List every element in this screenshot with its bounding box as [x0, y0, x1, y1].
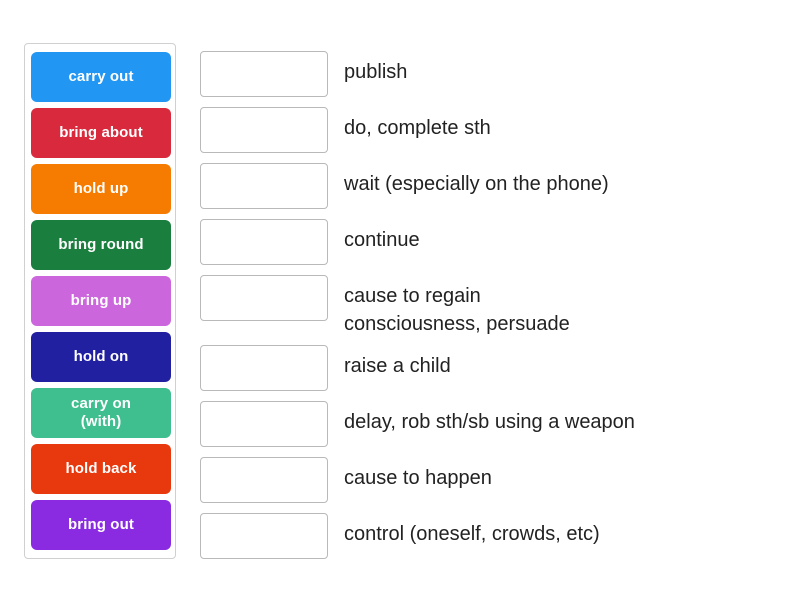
- word-tile[interactable]: carry on (with): [31, 388, 171, 438]
- drop-target[interactable]: [200, 107, 328, 153]
- definition-text: cause to happen: [344, 467, 492, 489]
- answer-row: cause to happen: [200, 457, 780, 513]
- definition-text: delay, rob sth/sb using a weapon: [344, 411, 635, 433]
- definition-text: continue: [344, 229, 420, 251]
- word-tile[interactable]: hold up: [31, 164, 171, 214]
- word-tile[interactable]: bring up: [31, 276, 171, 326]
- word-tile[interactable]: bring round: [31, 220, 171, 270]
- drop-target[interactable]: [200, 163, 328, 209]
- answer-row: publish: [200, 51, 780, 107]
- answer-row: delay, rob sth/sb using a weapon: [200, 401, 780, 457]
- drop-target[interactable]: [200, 457, 328, 503]
- definition-text: raise a child: [344, 355, 451, 377]
- word-tile[interactable]: bring about: [31, 108, 171, 158]
- definition-text: wait (especially on the phone): [344, 173, 609, 195]
- definition-text: do, complete sth: [344, 117, 491, 139]
- answer-row: cause to regain consciousness, persuade: [200, 275, 780, 335]
- word-tile[interactable]: hold on: [31, 332, 171, 382]
- answer-row: raise a child: [200, 345, 780, 401]
- drop-target[interactable]: [200, 345, 328, 391]
- tile-panel: carry out bring about hold up bring round br…: [24, 43, 176, 559]
- word-tile[interactable]: bring out: [31, 500, 171, 550]
- answer-row: continue: [200, 219, 780, 275]
- drop-target[interactable]: [200, 275, 328, 321]
- answer-row: control (oneself, crowds, etc): [200, 513, 780, 569]
- definition-text: cause to regain consciousness, persuade: [344, 285, 570, 335]
- drop-target[interactable]: [200, 51, 328, 97]
- drop-target[interactable]: [200, 513, 328, 559]
- definition-text: control (oneself, crowds, etc): [344, 523, 600, 545]
- word-tile[interactable]: hold back: [31, 444, 171, 494]
- drop-target[interactable]: [200, 219, 328, 265]
- word-tile[interactable]: carry out: [31, 52, 171, 102]
- drop-target[interactable]: [200, 401, 328, 447]
- answer-row: wait (especially on the phone): [200, 163, 780, 219]
- definition-text: publish: [344, 61, 408, 83]
- answer-row: do, complete sth: [200, 107, 780, 163]
